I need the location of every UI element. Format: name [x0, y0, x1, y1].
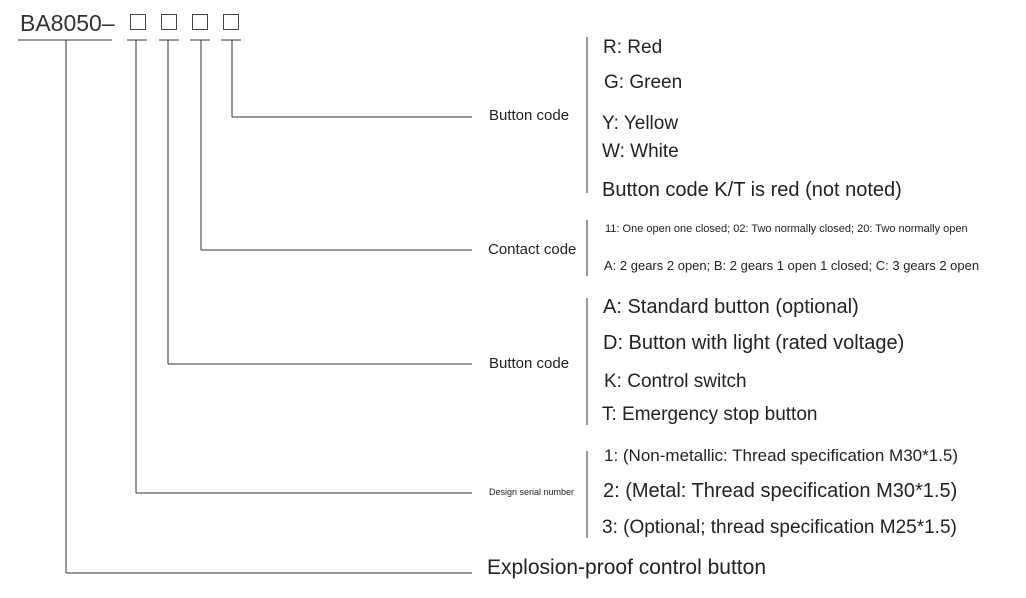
option-button-with-light: D: Button with light (rated voltage): [603, 332, 905, 354]
code-slot-2: [161, 14, 177, 30]
category-label-contact-code: Contact code: [488, 241, 577, 258]
model-prefix: BA8050–: [20, 10, 115, 36]
option-contact-numeric: 11: One open one closed; 02: Two normall…: [605, 223, 968, 235]
product-name-label: Explosion-proof control button: [487, 556, 766, 579]
option-emergency-stop: T: Emergency stop button: [602, 404, 818, 425]
category-label-button-type: Button code: [489, 355, 570, 372]
option-standard-button: A: Standard button (optional): [603, 296, 859, 318]
option-contact-gears: A: 2 gears 2 open; B: 2 gears 1 open 1 c…: [604, 258, 980, 273]
code-slot-1: [130, 14, 146, 30]
option-control-switch: K: Control switch: [604, 371, 747, 392]
category-label-button-color: Button code: [489, 107, 570, 124]
option-serial-1: 1: (Non-metallic: Thread specification M…: [604, 446, 959, 465]
option-yellow: Y: Yellow: [602, 113, 679, 134]
option-note-kt-red: Button code K/T is red (not noted): [602, 179, 902, 201]
option-white: W: White: [602, 141, 679, 162]
option-serial-3: 3: (Optional; thread specification M25*1…: [602, 517, 957, 538]
code-slot-3: [192, 14, 208, 30]
category-label-design-serial: Design serial number: [489, 487, 575, 497]
option-red: R: Red: [603, 37, 663, 58]
code-slot-4: [223, 14, 239, 30]
option-green: G: Green: [604, 72, 683, 93]
option-serial-2: 2: (Metal: Thread specification M30*1.5): [603, 480, 958, 502]
